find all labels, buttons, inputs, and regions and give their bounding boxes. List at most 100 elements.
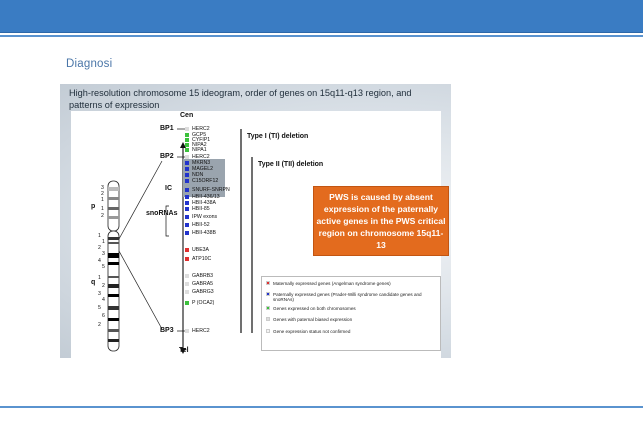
axis-arrow-bottom [180, 348, 186, 354]
legend-text: Genes with paternal biased expression [273, 317, 353, 322]
legend: Maternally expressed genes (Angelman syn… [261, 276, 441, 351]
gene-marker [185, 133, 189, 137]
gene-marker [185, 329, 189, 333]
bp2-label: BP2 [160, 153, 174, 160]
gene-label: HERC2 [192, 154, 210, 160]
ic-label: IC [165, 185, 172, 192]
gene-label: GABRB3 [192, 273, 214, 279]
connector-bottom [118, 250, 163, 330]
legend-item: Genes with paternal biased expression [266, 317, 434, 322]
gene-marker [185, 148, 189, 152]
gene-marker [185, 257, 189, 261]
gene-marker [185, 179, 189, 183]
gene-marker [185, 127, 189, 131]
snornas-label: snoRNAs [146, 210, 178, 217]
bp1-label: BP1 [160, 125, 174, 132]
gene-marker [185, 231, 189, 235]
band-number: 1 [98, 233, 101, 239]
legend-swatch [266, 281, 270, 285]
gene-label: IPW exons [192, 214, 218, 220]
gene-label: NIPA1 [192, 147, 207, 153]
tel-label: Tel [179, 347, 189, 354]
arm-p-label: p [91, 203, 96, 210]
gene-marker [185, 155, 189, 159]
connector-top [118, 160, 163, 240]
band-number: 6 [102, 313, 105, 319]
gene-label: MAGEL2 [192, 166, 214, 172]
legend-item: Gene expression status not confirmed [266, 329, 434, 334]
gene-marker [185, 188, 189, 192]
band-number: 3 [98, 291, 101, 297]
gene-label: HBII-85 [192, 206, 210, 212]
type1-deletion-label: Type I (TI) deletion [247, 133, 309, 140]
gene-marker [185, 195, 189, 199]
band-number: 2 [98, 322, 101, 328]
gene-marker [185, 167, 189, 171]
gene-marker [185, 138, 189, 142]
band-number: 1 [102, 239, 105, 245]
legend-swatch [266, 317, 270, 321]
snorna-bracket [165, 205, 169, 237]
gene-label: GCP5 [192, 132, 207, 138]
cen-label: Cen [180, 112, 194, 119]
gene-label: HERC2 [192, 126, 210, 132]
legend-text: Gene expression status not confirmed [273, 329, 351, 334]
header-divider [0, 35, 643, 37]
gene-label: P (OCA2) [192, 300, 215, 306]
gene-label: GABRG3 [192, 289, 214, 295]
legend-text: Genes expressed on both chromosomes [273, 306, 356, 311]
type2-deletion-label: Type II (TII) deletion [258, 161, 324, 168]
legend-text: Maternally expressed genes (Angelman syn… [273, 281, 391, 286]
gene-marker [185, 161, 189, 165]
band-number: 2 [101, 191, 104, 197]
band-number: 1 [101, 197, 104, 203]
gene-label: HBII-436/13 [192, 194, 220, 200]
header-bar [0, 0, 643, 33]
band-number: 5 [98, 305, 101, 311]
slide-title: Diagnosi [66, 58, 113, 70]
band-number: 3 [101, 185, 104, 191]
gene-marker [185, 282, 189, 286]
legend-item: Paternally expressed genes (Prader-Willi… [266, 292, 434, 302]
gene-marker [185, 301, 189, 305]
legend-text: Paternally expressed genes (Prader-Willi… [273, 292, 422, 303]
chromosome-q-arm [107, 230, 120, 352]
legend-swatch [266, 292, 270, 296]
axis-arrow-top [180, 142, 186, 148]
band-number: 2 [98, 245, 101, 251]
legend-item: Genes expressed on both chromosomes [266, 306, 434, 311]
arm-q-label: q [91, 279, 96, 286]
figure-heading: High-resolution chromosome 15 ideogram, … [69, 88, 412, 110]
band-number: 2 [101, 213, 104, 219]
ideogram-svg [107, 128, 253, 354]
gene-marker [185, 207, 189, 211]
gene-marker [185, 248, 189, 252]
gene-label: HBII-438A [192, 200, 216, 206]
gene-label: C15ORF12 [192, 178, 219, 184]
band-number: 2 [102, 283, 105, 289]
paternal-highlight [183, 159, 225, 197]
gene-label: HBII-438B [192, 230, 216, 236]
chromosome-bands [108, 187, 119, 342]
band-number: 1 [98, 275, 101, 281]
band-number: 4 [102, 297, 105, 303]
gene-label: HBII-52 [192, 222, 210, 228]
legend-swatch [266, 329, 270, 333]
band-number: 5 [102, 264, 105, 270]
gene-label: GABRA5 [192, 281, 214, 287]
legend-swatch [266, 306, 270, 310]
gene-label: NDN [192, 172, 204, 178]
gene-label: SNURF-SNRPN [192, 187, 230, 193]
legend-item: Maternally expressed genes (Angelman syn… [266, 281, 434, 286]
gene-label: CYFIP1 [192, 137, 211, 143]
gene-label: ATP10C [192, 256, 212, 262]
gene-marker [185, 215, 189, 219]
gene-label: NIPA2 [192, 142, 207, 148]
bp3-label: BP3 [160, 327, 174, 334]
pws-callout: PWS is caused by absent expression of th… [313, 186, 449, 256]
gene-label: UBE3A [192, 247, 210, 253]
band-number: 4 [98, 258, 101, 264]
gene-marker [185, 274, 189, 278]
gene-label: MKRN3 [192, 160, 211, 166]
